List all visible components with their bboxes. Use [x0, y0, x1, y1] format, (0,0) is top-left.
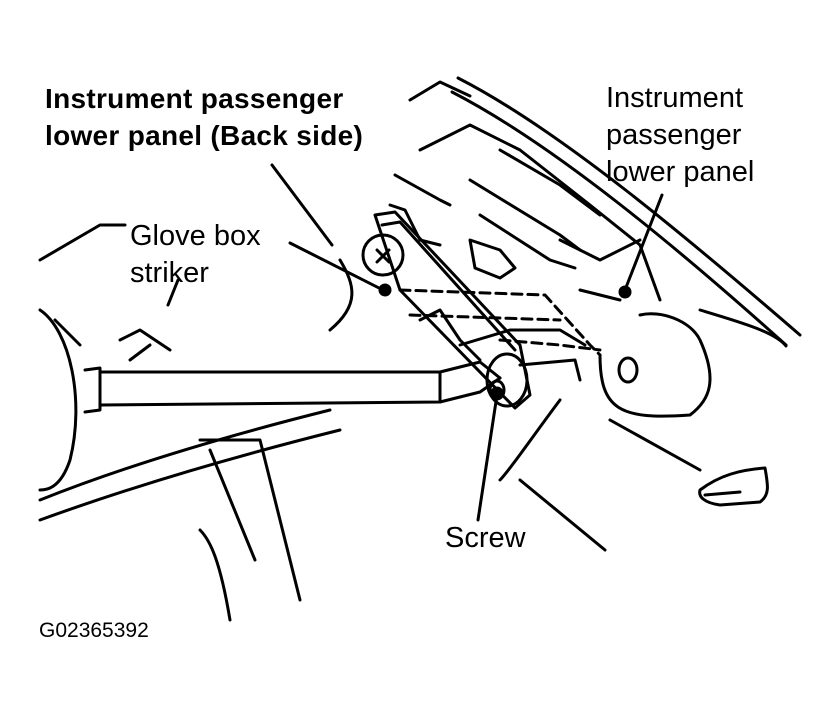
callout-instrument-panel: Instrument passenger lower panel: [606, 80, 754, 191]
glove-box-striker: [361, 210, 587, 410]
callout-instrument-panel-back-side: Instrument passenger lower panel (Back s…: [45, 80, 363, 154]
callout-line: lower panel: [606, 156, 755, 188]
dashed-hidden-edges: [398, 288, 602, 357]
callout-line: Instrument: [606, 82, 743, 114]
callout-line: passenger: [606, 119, 742, 151]
callout-line: Instrument passenger: [45, 83, 344, 114]
callout-line: Glove box: [130, 220, 261, 252]
callout-screw: Screw: [445, 522, 526, 554]
leader-lines: [166, 163, 664, 522]
screwdriver: [38, 308, 502, 622]
instrument-panel-outline: [38, 76, 802, 552]
retaining-clip: [617, 356, 769, 507]
callout-line: striker: [130, 257, 209, 289]
callout-line: lower panel (Back side): [45, 120, 364, 151]
callout-glove-box-striker: Glove box striker: [130, 218, 261, 292]
figure-code: G02365392: [39, 619, 149, 642]
